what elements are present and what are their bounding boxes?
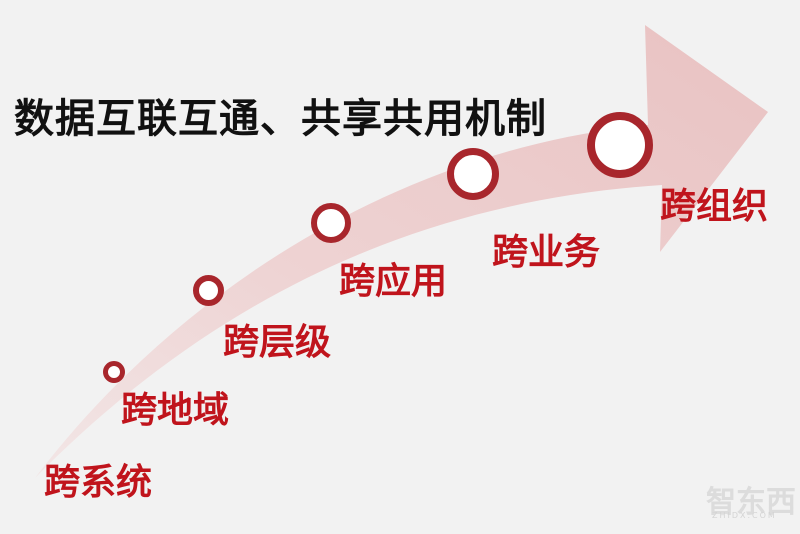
step-label-cross-organization: 跨组织 [660,186,769,227]
step-label-cross-application: 跨应用 [339,261,448,302]
node-cross-application [311,203,351,243]
watermark-subtext: ZHIDX.COM [712,511,777,520]
arrow-body [35,25,768,478]
node-cross-region [103,361,125,383]
node-cross-business [447,148,499,200]
step-label-cross-business: 跨业务 [492,232,601,273]
node-cross-organization [587,112,653,178]
watermark-text: 智东西 [706,485,796,520]
step-label-cross-system: 跨系统 [44,462,153,503]
headline-text: 数据互联互通、共享共用机制 [14,96,547,142]
node-cross-level [193,275,224,306]
watermark-logo: 智东西 ZHIDX.COM [690,477,796,523]
step-label-cross-region: 跨地域 [121,390,230,431]
step-label-cross-level: 跨层级 [223,322,332,363]
